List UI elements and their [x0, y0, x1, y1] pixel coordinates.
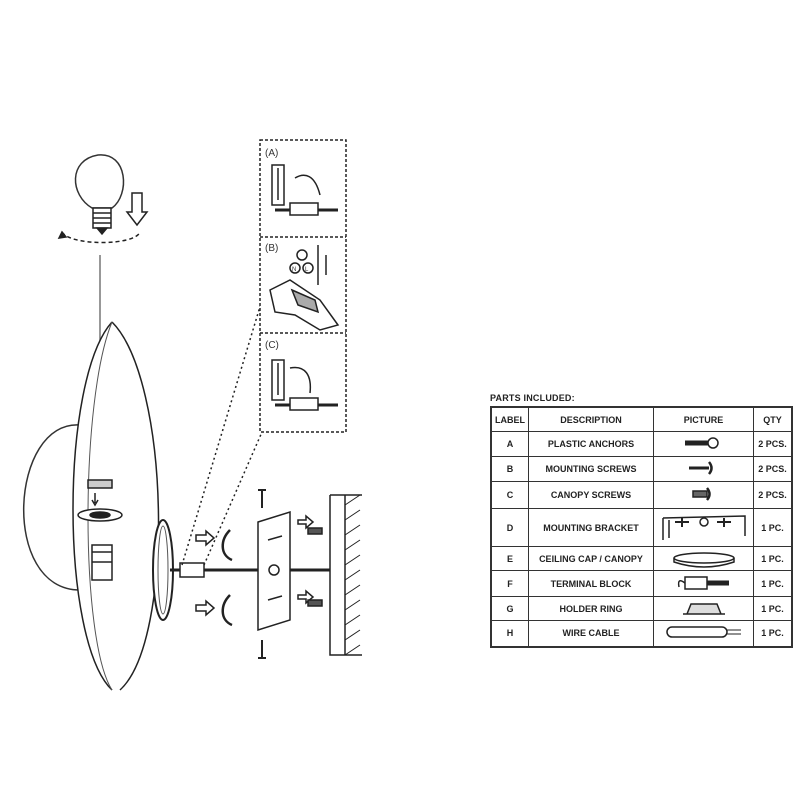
part-qty: 2 PCS.	[753, 431, 793, 457]
header-label: LABEL	[490, 406, 529, 432]
part-picture	[653, 570, 754, 597]
table-row: G HOLDER RING 1 PC.	[490, 596, 793, 621]
table-row: A PLASTIC ANCHORS 2 PCS.	[490, 431, 793, 457]
part-description: TERMINAL BLOCK	[528, 570, 654, 597]
part-qty: 2 PCS.	[753, 456, 793, 482]
detail-label-a: (A)	[265, 148, 278, 159]
terminal-block	[179, 562, 205, 578]
detail-label-b: (B)	[265, 243, 278, 254]
part-description: MOUNTING SCREWS	[528, 456, 654, 482]
part-picture	[653, 508, 754, 547]
part-description: WIRE CABLE	[528, 620, 654, 647]
part-label: G	[490, 596, 529, 621]
part-label: H	[490, 620, 529, 647]
part-label: F	[490, 570, 529, 597]
part-qty: 1 PC.	[753, 546, 793, 571]
wire-label-l: L	[305, 267, 309, 273]
table-row: C CANOPY SCREWS 2 PCS.	[490, 481, 793, 509]
part-description: MOUNTING BRACKET	[528, 508, 654, 547]
canopy-icon	[672, 551, 735, 568]
part-label: C	[490, 481, 529, 509]
part-picture	[653, 546, 754, 571]
parts-table: LABEL DESCRIPTION PICTURE QTY A PLASTIC …	[490, 406, 793, 648]
part-picture	[653, 481, 754, 509]
wiring-detail-box: (A) (B) (C) N L	[259, 139, 347, 433]
part-label: E	[490, 546, 529, 571]
table-row: B MOUNTING SCREWS 2 PCS.	[490, 456, 793, 482]
part-qty: 1 PC.	[753, 508, 793, 547]
light-bulb-icon	[57, 154, 149, 244]
part-description: PLASTIC ANCHORS	[528, 431, 654, 457]
part-description: HOLDER RING	[528, 596, 654, 621]
detail-label-c: (C)	[265, 340, 279, 351]
mounting-screw-icon	[688, 461, 713, 475]
part-qty: 1 PC.	[753, 570, 793, 597]
part-qty: 1 PC.	[753, 596, 793, 621]
table-row: D MOUNTING BRACKET 1 PC.	[490, 508, 793, 547]
part-label: D	[490, 508, 529, 547]
part-label: B	[490, 456, 529, 482]
wall-section	[329, 494, 362, 656]
wire-cable-icon	[665, 626, 741, 638]
mounting-bracket-assembly	[195, 489, 323, 659]
table-row: F TERMINAL BLOCK 1 PC.	[490, 570, 793, 597]
part-picture	[653, 596, 754, 621]
part-picture	[653, 456, 754, 482]
header-picture: PICTURE	[653, 406, 754, 432]
part-qty: 1 PC.	[753, 620, 793, 647]
wall-plate	[23, 424, 81, 591]
part-label: A	[490, 431, 529, 457]
holder-ring-icon	[682, 602, 725, 615]
lamp-shade	[72, 321, 160, 691]
plastic-anchor-icon	[684, 437, 719, 449]
table-row: E CEILING CAP / CANOPY 1 PC.	[490, 546, 793, 571]
header-description: DESCRIPTION	[528, 406, 654, 432]
part-picture	[653, 620, 754, 647]
part-description: CANOPY SCREWS	[528, 481, 654, 509]
table-header-row: LABEL DESCRIPTION PICTURE QTY	[490, 406, 793, 432]
part-picture	[653, 431, 754, 457]
part-description: CEILING CAP / CANOPY	[528, 546, 654, 571]
header-qty: QTY	[753, 406, 793, 432]
mounting-bracket-icon	[661, 514, 746, 540]
parts-included-title: PARTS INCLUDED:	[490, 393, 575, 403]
wire-label-n: N	[292, 267, 296, 273]
part-qty: 2 PCS.	[753, 481, 793, 509]
terminal-block-icon	[677, 575, 729, 590]
canopy-screw-icon	[691, 487, 711, 501]
table-row: H WIRE CABLE 1 PC.	[490, 620, 793, 647]
